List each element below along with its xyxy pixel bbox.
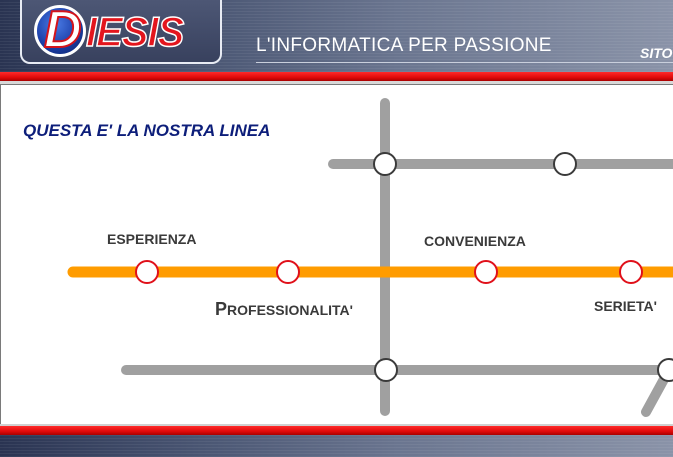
label-serieta: SERIETA' — [594, 298, 657, 314]
site-footer — [0, 435, 673, 457]
site-tagline: L'INFORMATICA PER PASSIONE — [256, 35, 552, 56]
station-junction-top[interactable] — [373, 152, 397, 176]
header-grey-line — [0, 81, 673, 84]
content-frame: QUESTA E' LA NOSTRA LINEA ESPERIENZA PRO… — [0, 84, 673, 424]
station-bottom-right[interactable] — [657, 358, 673, 382]
label-professionalita-initial: P — [215, 299, 227, 319]
label-esperienza: ESPERIENZA — [107, 231, 196, 247]
logo-wordmark: IESIS — [85, 8, 185, 55]
station-convenienza[interactable] — [474, 260, 498, 284]
footer-grey-line — [0, 424, 673, 426]
label-professionalita-rest: ROFESSIONALITA' — [227, 302, 353, 318]
label-professionalita: PROFESSIONALITA' — [215, 299, 353, 319]
station-top-right[interactable] — [553, 152, 577, 176]
logo-initial: D — [43, 1, 83, 59]
site-link[interactable]: SITO — [640, 45, 673, 61]
footer-red-bar — [0, 426, 673, 435]
logo-circle-icon — [34, 5, 86, 57]
station-junction-bottom[interactable] — [374, 358, 398, 382]
station-esperienza[interactable] — [135, 260, 159, 284]
diesis-logo[interactable]: D IESIS — [20, 0, 222, 64]
station-professionalita[interactable] — [276, 260, 300, 284]
map-title: QUESTA E' LA NOSTRA LINEA — [23, 121, 270, 140]
site-header: D IESIS L'INFORMATICA PER PASSIONE SITO — [0, 0, 673, 72]
label-convenienza: CONVENIENZA — [424, 233, 526, 249]
header-red-bar — [0, 72, 673, 81]
station-serieta[interactable] — [619, 260, 643, 284]
tagline-divider — [256, 62, 673, 63]
metro-line-map: QUESTA E' LA NOSTRA LINEA ESPERIENZA PRO… — [23, 98, 673, 417]
